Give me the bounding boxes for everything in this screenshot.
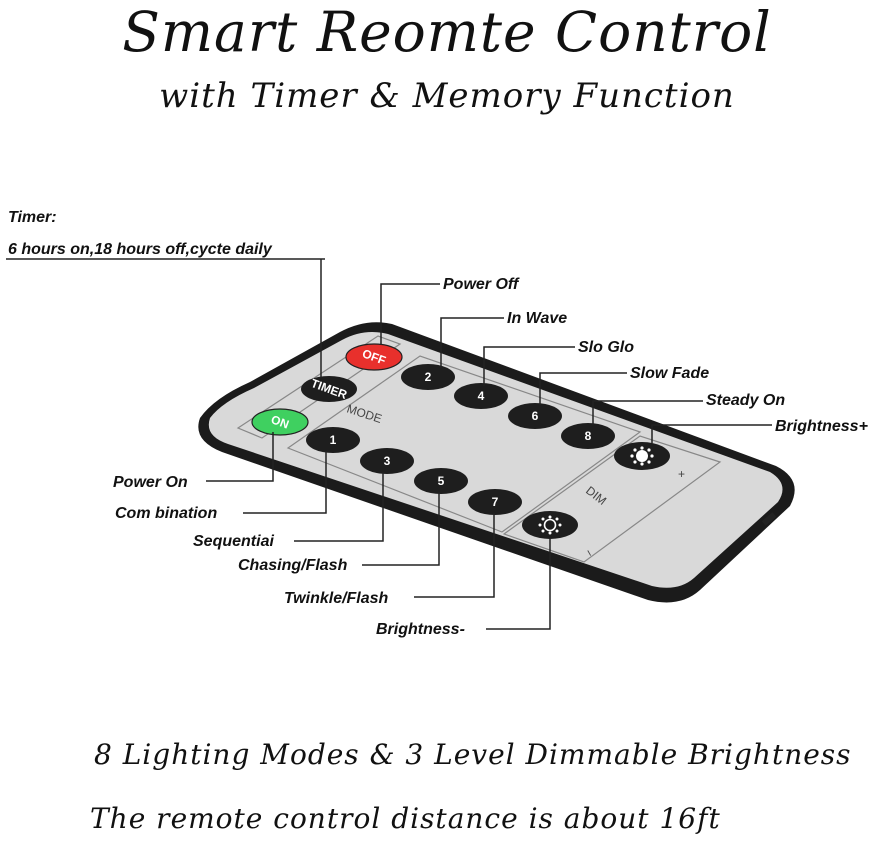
dim-panel-outline: [502, 435, 722, 563]
remote-control: MODE DIM + − OFF TIMER ON 2 4 6: [198, 322, 795, 603]
on-button[interactable]: ON: [251, 408, 309, 436]
mode-button-8-label: 8: [585, 429, 592, 443]
feature-line-modes: 8 Lighting Modes & 3 Level Dimmable Brig…: [94, 738, 852, 771]
callout-chasing-flash: Chasing/Flash: [238, 557, 348, 574]
callout-power-on: Power On: [113, 474, 188, 491]
mode-button-4[interactable]: 4: [454, 383, 508, 409]
leader-sequential: [294, 472, 384, 542]
mode-button-2[interactable]: 2: [401, 364, 455, 390]
on-button-label: ON: [269, 412, 291, 431]
callout-brightness-minus: Brightness-: [376, 621, 465, 638]
callout-brightness-plus: Brightness+: [775, 418, 868, 435]
mode-button-1-label: 1: [330, 433, 337, 447]
callout-sequential: Sequentiai: [193, 533, 274, 550]
brightness-minus-button[interactable]: [522, 511, 578, 539]
callout-combination: Com bination: [115, 505, 217, 522]
leader-twinkle-flash: [414, 513, 495, 598]
leader-steady-on: [592, 400, 703, 425]
callout-steady-on: Steady On: [706, 392, 785, 409]
leader-power-off: [380, 283, 440, 345]
timer-note-label: Timer:: [8, 209, 57, 226]
brightness-plus-button[interactable]: [614, 442, 670, 470]
leader-slow-fade: [539, 372, 627, 405]
leader-combination: [243, 451, 327, 514]
mode-button-5[interactable]: 5: [414, 468, 468, 494]
callout-twinkle-flash: Twinkle/Flash: [284, 590, 389, 607]
mode-button-3-label: 3: [384, 454, 391, 468]
leader-power-on: [206, 432, 274, 482]
leader-brightness-plus: [651, 424, 772, 443]
callout-slow-fade: Slow Fade: [630, 365, 709, 382]
mode-panel-outline: [286, 355, 642, 533]
leader-brightness-minus: [486, 538, 551, 630]
mode-button-6[interactable]: 6: [508, 403, 562, 429]
page-subtitle: with Timer & Memory Function: [159, 76, 735, 116]
top-panel-outline: [236, 335, 402, 439]
mode-button-4-label: 4: [478, 389, 485, 403]
mode-button-7-label: 7: [492, 495, 499, 509]
sun-full-icon: [630, 446, 654, 466]
callout-slo-glo: Slo Glo: [578, 339, 634, 356]
leader-chasing-flash: [362, 492, 440, 566]
timer-button[interactable]: TIMER: [301, 376, 357, 402]
mode-button-1[interactable]: 1: [306, 427, 360, 453]
plus-label: +: [678, 467, 685, 481]
mode-button-8[interactable]: 8: [561, 423, 615, 449]
mode-button-7[interactable]: 7: [468, 489, 522, 515]
off-button[interactable]: OFF: [345, 343, 403, 371]
leader-in-wave: [440, 317, 504, 368]
callout-in-wave: In Wave: [507, 310, 567, 327]
feature-line-distance: The remote control distance is about 16f…: [90, 802, 721, 835]
callout-power-off: Power Off: [443, 276, 520, 293]
mode-button-2-label: 2: [425, 370, 432, 384]
leader-slo-glo: [483, 346, 575, 386]
mode-button-6-label: 6: [532, 409, 539, 423]
sun-outline-icon: [538, 515, 562, 535]
remote-notch: [761, 512, 777, 526]
timer-note-detail: 6 hours on,18 hours off,cycte daily: [8, 241, 273, 258]
mode-button-3[interactable]: 3: [360, 448, 414, 474]
mode-button-5-label: 5: [438, 474, 445, 488]
page-title: Smart Reomte Control: [122, 0, 772, 64]
